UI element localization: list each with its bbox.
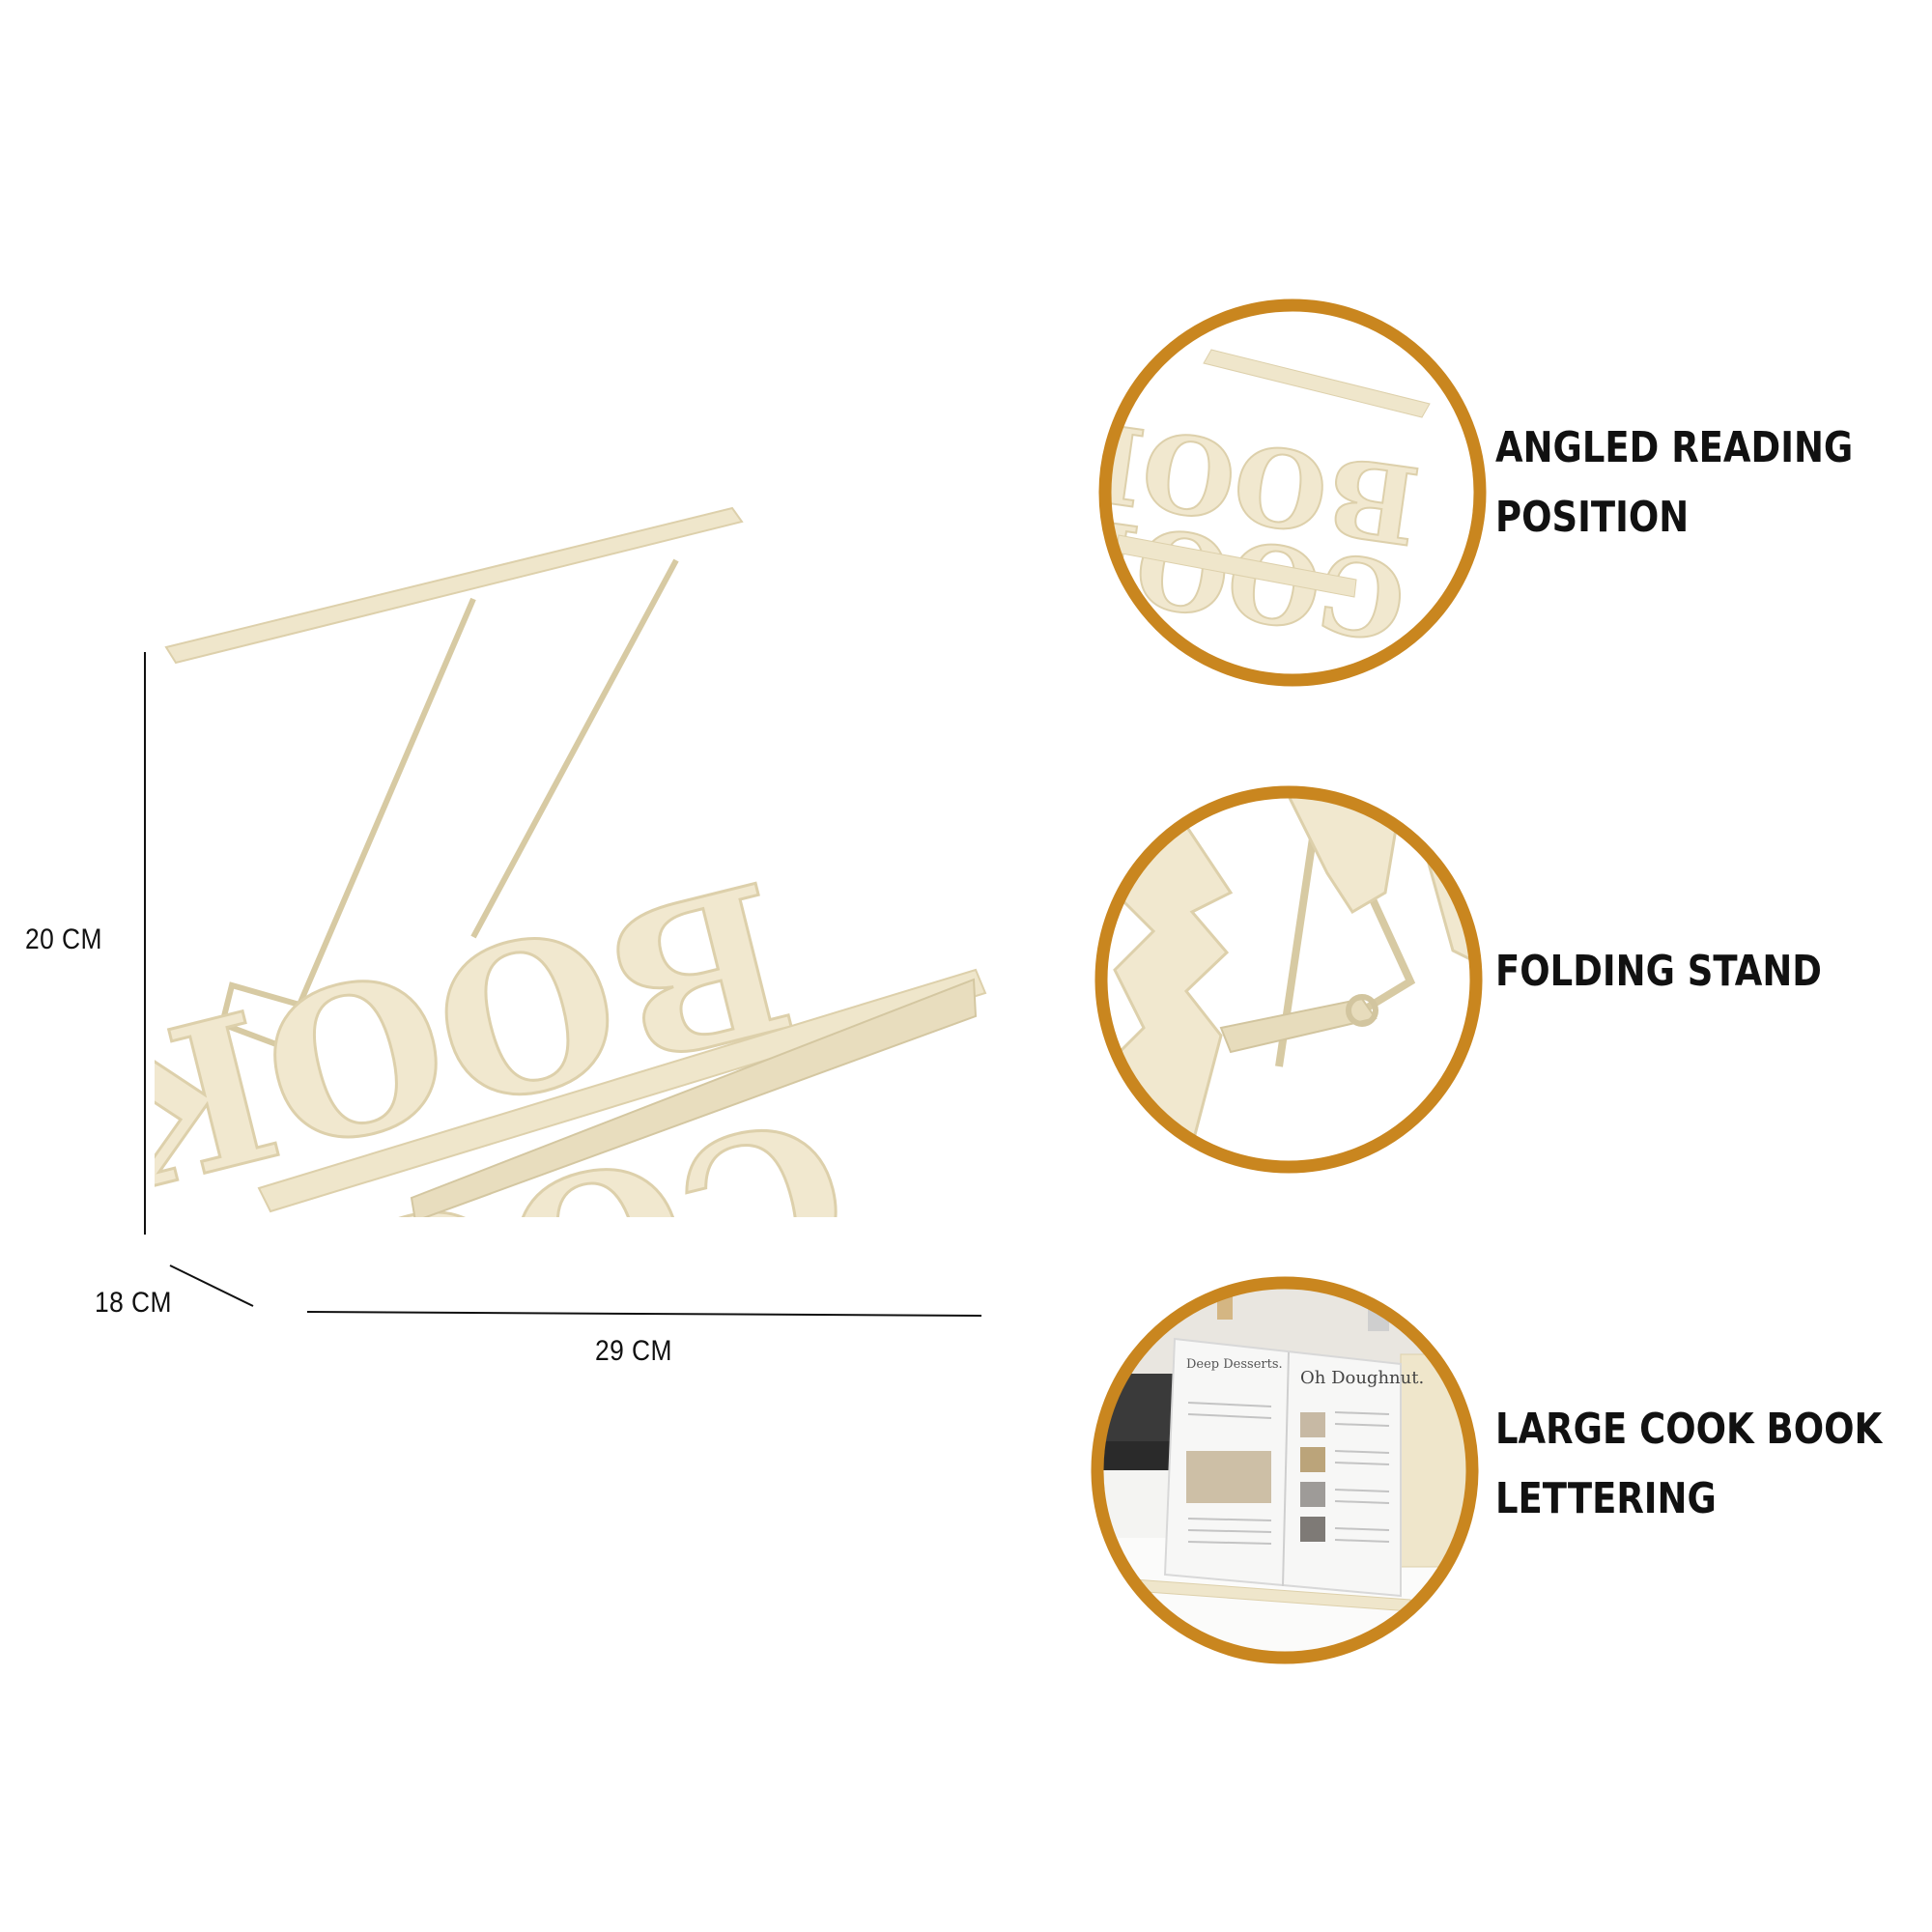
book-left-heading: Deep Desserts. <box>1186 1357 1283 1372</box>
feature-ring-2 <box>1094 785 1483 1174</box>
feature-circle-lettering: Deep Desserts. Oh Doughnut. <box>1091 1276 1479 1664</box>
stand-support-wire-2 <box>470 558 679 939</box>
width-label: 29 CM <box>595 1335 672 1367</box>
feature-circle-angled: COOK BOOK <box>1090 298 1487 687</box>
feature-label-angled: ANGLED READING POSITION <box>1495 413 1853 553</box>
stand-bottom-lip <box>410 978 978 1217</box>
feature-ring-1 <box>1098 298 1487 687</box>
width-dimension-line <box>306 1311 982 1317</box>
feature-label-lettering-line-2: LETTERING <box>1495 1474 1717 1523</box>
stand-top-bar <box>164 506 744 665</box>
feature-label-folding-line-1: FOLDING STAND <box>1495 947 1822 996</box>
feature-label-angled-line-1: ANGLED READING <box>1495 423 1854 472</box>
cookbook-stand-image: COOK BOOK <box>155 506 987 1217</box>
feature-label-angled-line-2: POSITION <box>1495 493 1690 542</box>
circle1-word-book: BOOK <box>1090 392 1426 567</box>
depth-dimension-line <box>169 1264 254 1307</box>
book-photo-left <box>1186 1451 1271 1503</box>
stand-support-wire <box>218 597 476 1056</box>
feature-ring-3 <box>1091 1276 1479 1664</box>
depth-label: 18 CM <box>95 1287 172 1319</box>
height-label: 20 CM <box>25 923 102 955</box>
book-right-heading: Oh Doughnut. <box>1300 1368 1424 1388</box>
feature-circle-folding <box>1094 785 1483 1174</box>
feature-label-lettering: LARGE COOK BOOK LETTERING <box>1495 1395 1882 1534</box>
feature-label-lettering-line-1: LARGE COOK BOOK <box>1495 1405 1883 1454</box>
feature-label-folding: FOLDING STAND <box>1495 937 1822 1007</box>
stand-bottom-ledge <box>257 968 987 1213</box>
